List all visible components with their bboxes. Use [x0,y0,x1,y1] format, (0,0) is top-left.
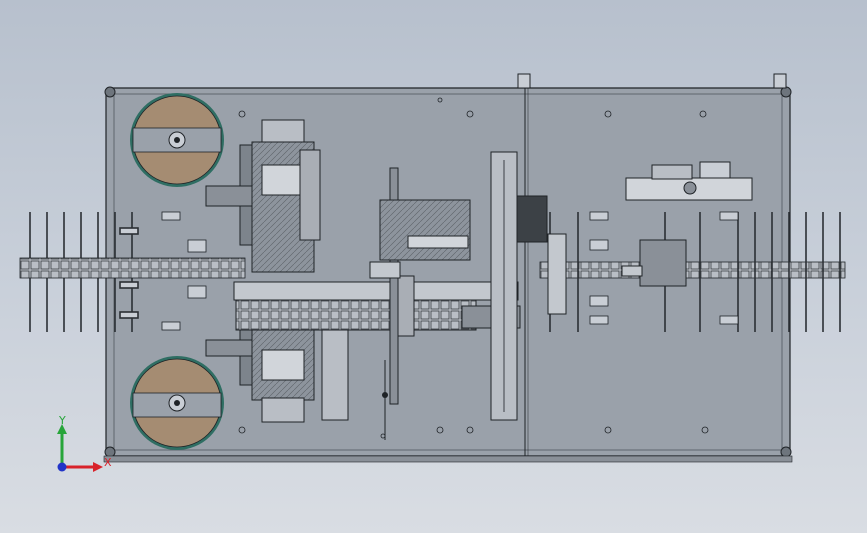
x-axis-label: X [104,456,112,469]
conveyor-belt[interactable] [19,257,846,279]
center-vertical-rail[interactable] [321,167,471,440]
tensioner-dancers [161,211,739,331]
reel-bottom[interactable] [130,356,224,450]
right-cutter-unit[interactable] [621,161,753,287]
coordinate-triad-icon [57,424,103,472]
gantry-column[interactable] [490,151,567,421]
reel-top[interactable] [130,93,224,187]
y-axis-label: Y [58,414,66,427]
main-linear-rail[interactable] [233,275,521,337]
left-feeder-module-top[interactable] [205,119,321,273]
